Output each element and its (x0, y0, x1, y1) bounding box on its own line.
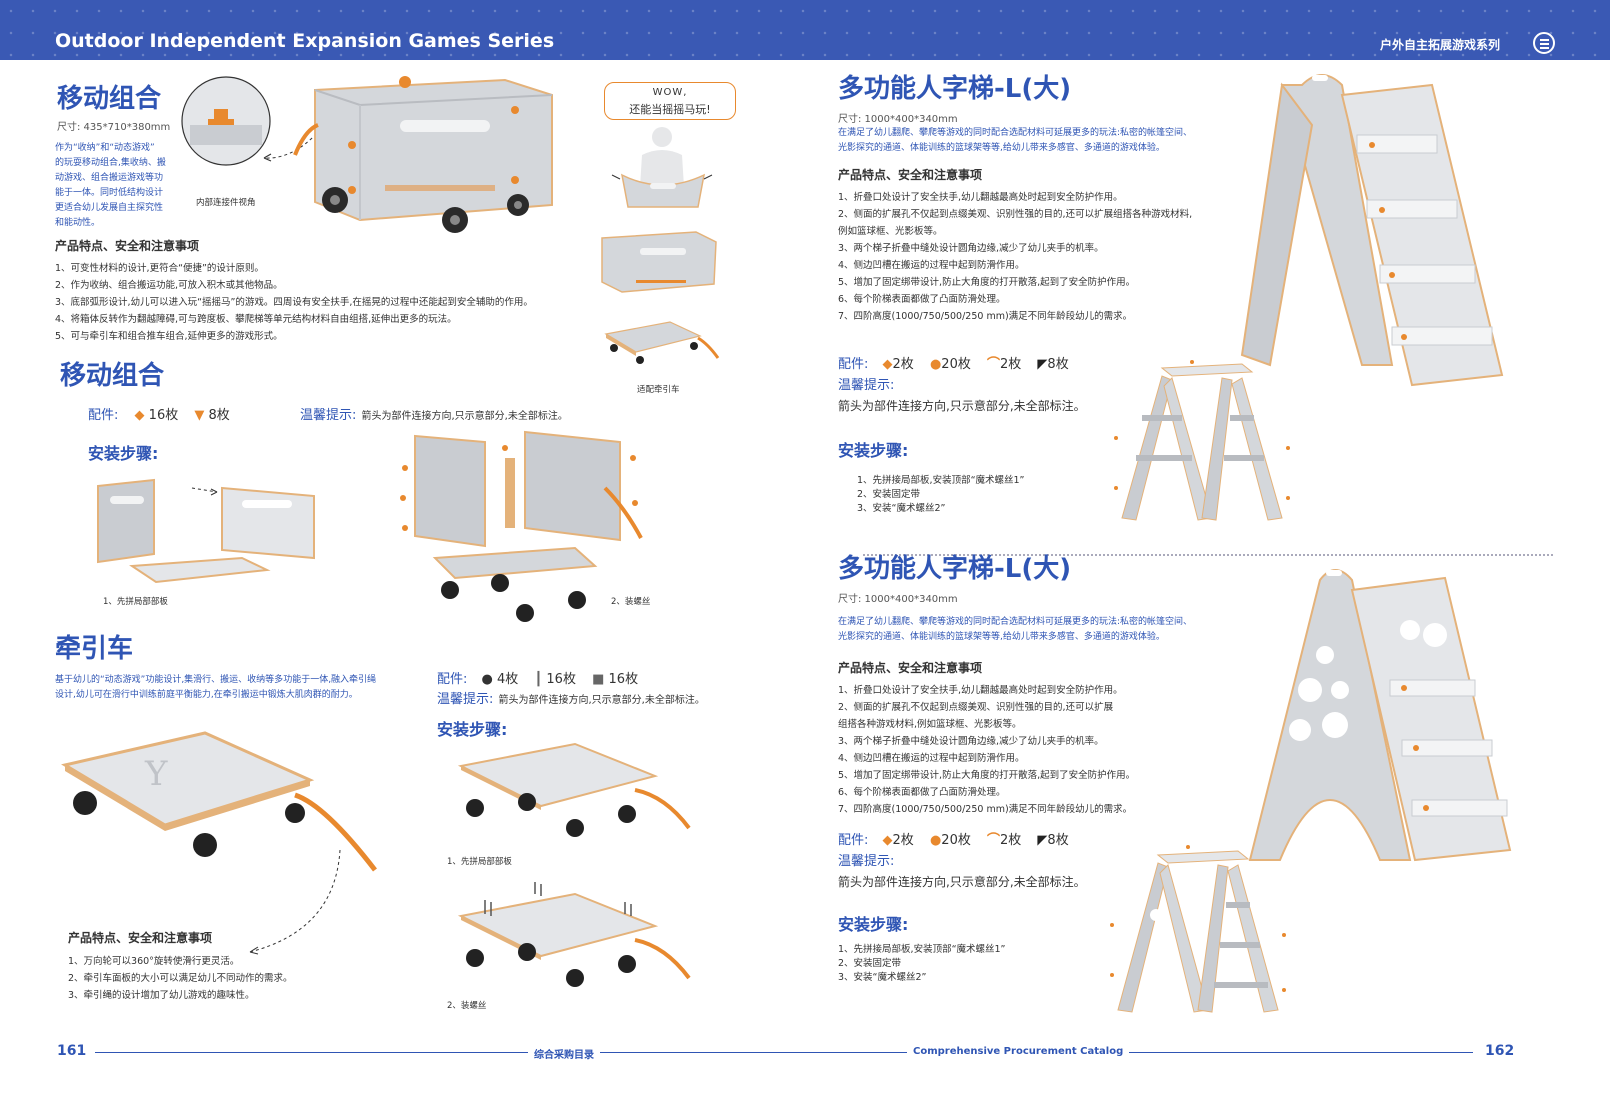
connector-icon: ◆ (882, 833, 893, 848)
crate-flipped-image (601, 231, 717, 293)
page-number-right: 162 (1485, 1043, 1515, 1059)
cart-title: 牵引车 (55, 634, 134, 664)
cart-step2-image (457, 882, 691, 987)
connector-icon: ◆ (882, 357, 893, 372)
header-title: Outdoor Independent Expansion Games Seri… (55, 30, 555, 52)
mobile-features-title: 产品特点、安全和注意事项 (55, 239, 200, 253)
knob-icon: ● (929, 833, 942, 848)
ladder2-features-list: 1、折叠口处设计了安全扶手,幼儿翻越最高处时起到安全防护作用。2、侧面的扩展孔不… (838, 685, 1136, 815)
child-rocking-image (611, 127, 713, 208)
assembly-step1-image (97, 478, 315, 584)
mobile-combo-desc: 作为“收纳”和“动态游戏”的玩耍移动组合,集收纳、搬动游戏、组合搬运游戏等功 能… (55, 143, 166, 228)
cart-tip: 温馨提示: 箭头为部件连接方向,只示意部分,未全部标注。 (437, 692, 705, 707)
footer-center-en: Comprehensive Procurement Catalog (907, 1046, 1130, 1057)
mobile-combo-title: 移动组合 (57, 84, 162, 114)
clip-icon: ◤ (1037, 833, 1048, 848)
ladder-holes-assembly-image (1110, 845, 1286, 1013)
connector-icon: ◆ (134, 408, 145, 423)
cart-desc: 基于幼儿的“动态游戏”功能设计,集滑行、搬运、收纳等多功能于一体,融入牵引绳设计… (55, 675, 377, 700)
cart-step1-label: 1、先拼局部部板 (447, 857, 512, 867)
ladder1-features-title: 产品特点、安全和注意事项 (838, 168, 983, 182)
page-number-left: 161 (57, 1043, 87, 1059)
a-frame-ladder-image (1240, 74, 1504, 387)
crate-on-cart-image (604, 321, 720, 364)
mobile-combo2-accessories: 配件: ◆ 16枚 ▼ 8枚 (88, 408, 230, 423)
dotted-arrow (249, 849, 341, 955)
a-frame-ladder-holes-image (1248, 569, 1512, 862)
svg-text:Y: Y (144, 754, 168, 794)
ladder2-accessories: 配件: ◆2枚 ●20枚 ⌒2枚 ◤8枚 (838, 833, 1069, 848)
cart-fit-label: 适配牵引车 (637, 385, 680, 395)
knob-icon: ● (929, 357, 942, 372)
cart-step1-image (457, 742, 691, 837)
mobile-step1-label: 1、先拼局部部板 (103, 597, 168, 607)
cart-step2-label: 2、装螺丝 (447, 1001, 487, 1011)
header-title-cn: 户外自主拓展游戏系列 (1380, 38, 1501, 52)
ladder1-features-list: 1、折叠口处设计了安全扶手,幼儿翻越最高处时起到安全防护作用。2、侧面的扩展孔不… (838, 192, 1193, 322)
header-bar (0, 0, 1610, 60)
cart-steps-title: 安装步骤: (437, 720, 508, 739)
ladder1-tip-label: 温馨提示: (838, 378, 895, 393)
wow-speech-bubble: WOW, 还能当摇摇马玩! (604, 82, 736, 120)
mobile-features-list: 1、可变性材料的设计,更符合“便捷”的设计原则。2、作为收纳、组合搬运功能,可放… (55, 263, 533, 342)
ladder2-tip-label: 温馨提示: (838, 854, 895, 869)
footer-rule (95, 1052, 1473, 1053)
ladder1-dims: 尺寸: 1000*400*340mm (838, 114, 958, 125)
inner-connector-label: 内部连接件视角 (196, 198, 256, 208)
section-divider (863, 554, 1553, 556)
mobile-combo-dims: 尺寸: 435*710*380mm (57, 122, 171, 133)
mobile-combo2-steps-title: 安装步骤: (88, 444, 159, 463)
ladder1-accessories: 配件: ◆2枚 ●20枚 ⌒2枚 ◤8枚 (838, 357, 1069, 372)
list-circle-icon[interactable] (1533, 32, 1555, 54)
inner-connector-zoom-image (181, 76, 271, 166)
strap-icon: ⌒ (986, 833, 1000, 848)
nut-icon: ■ (592, 672, 605, 687)
bracket-icon: ▼ (194, 408, 205, 423)
cart-features-list: 1、万向轮可以360°旋转使滑行更灵活。2、牵引车面板的大小可以满足幼儿不同动作… (68, 956, 293, 1001)
header-pattern (0, 0, 1610, 60)
mobile-combo2-tip: 温馨提示: 箭头为部件连接方向,只示意部分,未全部标注。 (300, 408, 568, 423)
cart-features-title: 产品特点、安全和注意事项 (68, 931, 213, 945)
ladder2-tip-text: 箭头为部件连接方向,只示意部分,未全部标注。 (838, 875, 1086, 889)
strap-icon: ⌒ (986, 357, 1000, 372)
ladder1-title: 多功能人字梯-L(大) (838, 74, 1072, 104)
ladder1-desc: 在满足了幼儿翻爬、攀爬等游戏的同时配合选配材料可延展更多的玩法:私密的帐篷空间、… (838, 128, 1193, 153)
ladder2-steps-title: 安装步骤: (838, 915, 909, 934)
ladder2-dims: 尺寸: 1000*400*340mm (838, 594, 958, 605)
clip-icon: ◤ (1037, 357, 1048, 372)
tow-cart-image: Y (61, 731, 377, 872)
screw-icon: ┃ (534, 672, 543, 687)
ladder1-tip-text: 箭头为部件连接方向,只示意部分,未全部标注。 (838, 399, 1086, 413)
ladder2-features-title: 产品特点、安全和注意事项 (838, 661, 983, 675)
assembly-step2-image (400, 430, 643, 622)
ladder1-steps-title: 安装步骤: (838, 441, 909, 460)
wheel-icon: ● (481, 672, 493, 687)
ladder-assembly-image (1114, 360, 1290, 521)
ladder2-desc: 在满足了幼儿翻爬、攀爬等游戏的同时配合选配材料可延展更多的玩法:私密的帐篷空间、… (838, 617, 1193, 642)
mobile-step2-label: 2、装螺丝 (611, 597, 651, 607)
mobile-crate-image (293, 76, 553, 233)
footer-center-cn: 综合采购目录 (528, 1046, 600, 1061)
mobile-combo2-title: 移动组合 (60, 361, 165, 391)
ladder2-title: 多功能人字梯-L(大) (838, 554, 1072, 584)
cart-accessories: 配件: ● 4枚 ┃ 16枚 ■ 16枚 (437, 672, 639, 687)
